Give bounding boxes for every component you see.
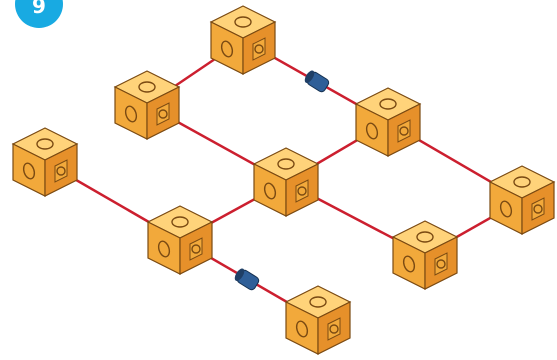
cubes [12,5,555,355]
building-block-cube-icon [285,285,351,355]
blue-spacer-peg-icon [234,268,260,291]
step-number: 9 [32,0,46,18]
building-block-cube-icon [392,220,458,290]
building-block-cube-icon [489,165,555,235]
building-block-cube-icon [114,70,180,140]
building-block-cube-icon [355,87,421,157]
spacers [234,70,330,291]
building-block-cube-icon [253,147,319,217]
blue-spacer-peg-icon [304,70,330,93]
building-block-cube-icon [12,127,78,197]
building-block-cube-icon [210,5,276,75]
step-badge: 9 [15,0,63,28]
building-block-cube-icon [147,205,213,275]
